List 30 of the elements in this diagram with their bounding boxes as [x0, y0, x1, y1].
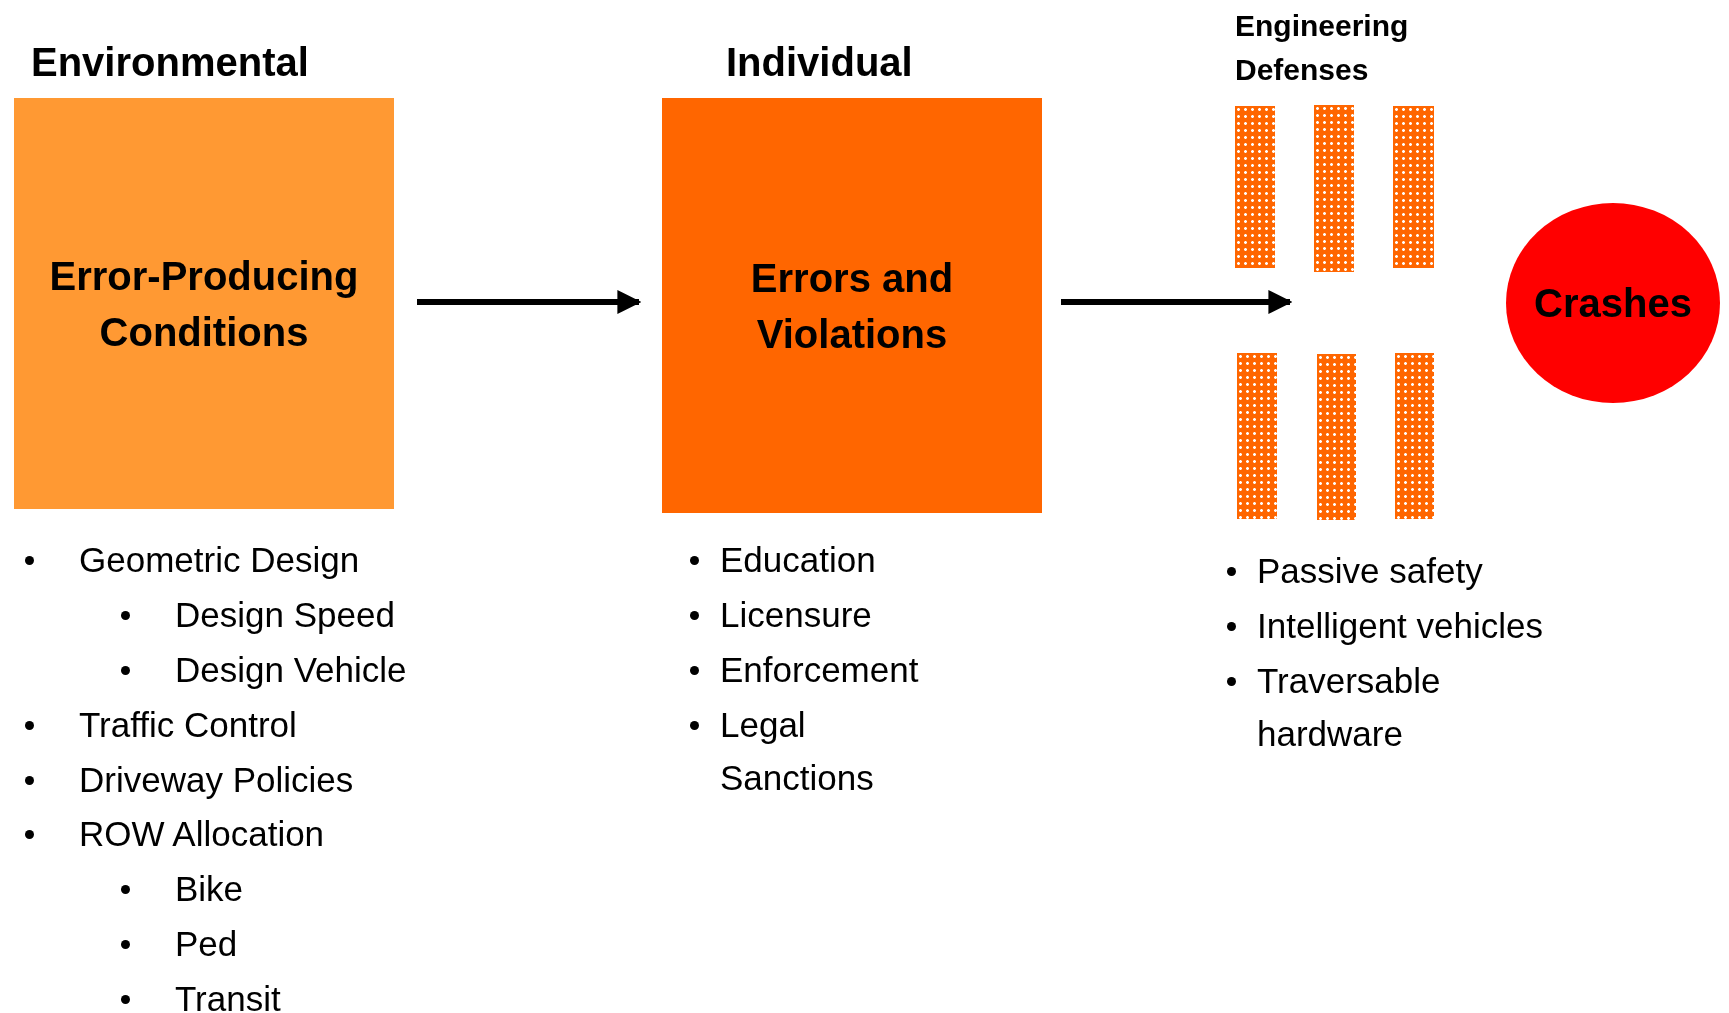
list-item: Education: [720, 539, 876, 581]
list-item: Ped: [175, 923, 238, 965]
box-label: Errors and Violations: [749, 254, 955, 358]
arrow: [1061, 290, 1293, 314]
list-item: Design Speed: [175, 594, 395, 636]
list-item: Enforcement: [720, 649, 919, 691]
list-item: Passive safety: [1257, 550, 1483, 592]
list-item: Intelligent vehicles: [1257, 605, 1543, 647]
list-item: Licensure: [720, 594, 872, 636]
heading: Environmental: [31, 40, 309, 84]
dotted-bar: [1235, 106, 1275, 268]
list-item: Geometric Design: [79, 539, 360, 581]
list-item: Traffic Control: [79, 704, 297, 746]
box-label: Error-Producing Conditions: [48, 252, 360, 356]
node-label: Crashes: [1534, 280, 1692, 327]
heading: Individual: [726, 40, 913, 84]
dotted-bar: [1237, 353, 1277, 519]
list-item: Design Vehicle: [175, 649, 407, 691]
dotted-bar: [1317, 354, 1356, 520]
dotted-bar: [1395, 353, 1434, 519]
list-item: Legal Sanctions: [720, 704, 875, 799]
dotted-bar: [1314, 105, 1354, 272]
list-item: Transit: [175, 978, 281, 1013]
list-item: Bike: [175, 868, 244, 910]
list-item: ROW Allocation: [79, 813, 325, 855]
arrow: [417, 290, 642, 314]
list-item: Driveway Policies: [79, 759, 354, 801]
list-item: Traversable hardware: [1257, 660, 1442, 755]
dotted-bar: [1393, 106, 1434, 268]
heading: Engineering Defenses: [1235, 8, 1410, 88]
